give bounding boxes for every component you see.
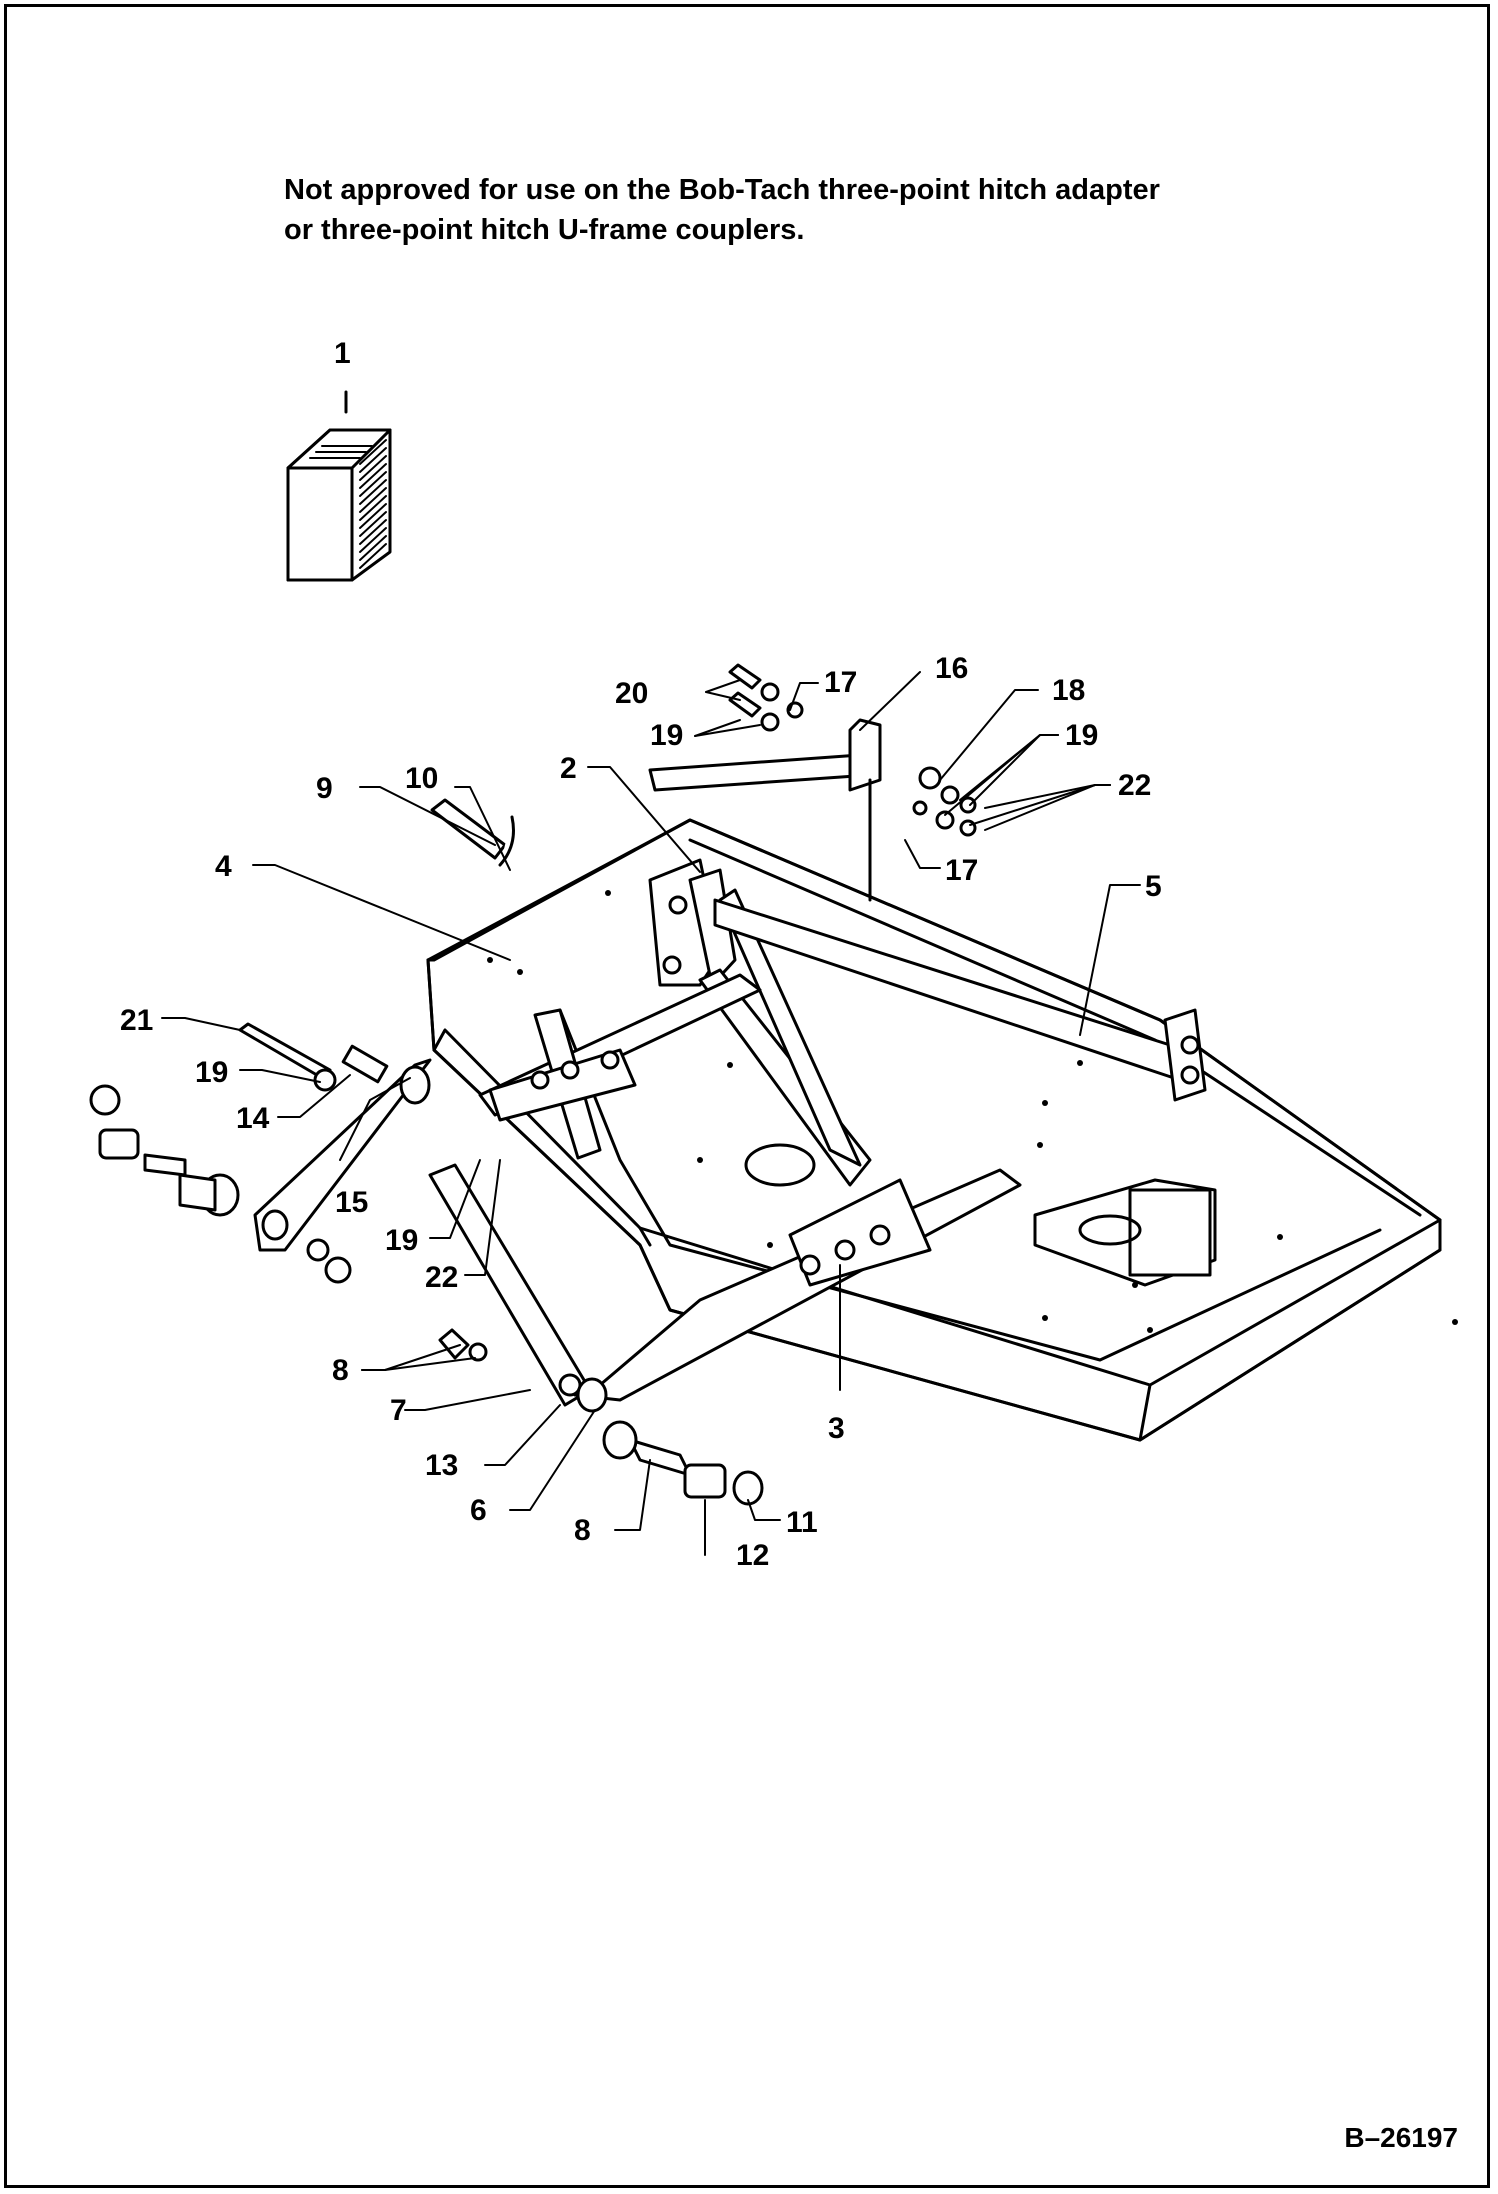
hitch-frame-drawing xyxy=(253,718,1207,1413)
callout-21: 21 xyxy=(120,1004,153,1037)
callout-20: 20 xyxy=(615,677,648,710)
callout-10: 10 xyxy=(405,762,438,795)
leader-lines xyxy=(161,671,1141,1556)
callout-6: 6 xyxy=(470,1494,487,1527)
callout-8a: 8 xyxy=(332,1354,349,1387)
callout-19d: 19 xyxy=(385,1224,418,1257)
hardware-drawing xyxy=(89,663,977,1506)
callout-1: 1 xyxy=(334,337,351,370)
callout-8b: 8 xyxy=(574,1514,591,1547)
usage-note: Not approved for use on the Bob-Tach thr… xyxy=(284,170,1160,250)
figure-number: B–26197 xyxy=(1344,2122,1458,2153)
callout-15: 15 xyxy=(335,1186,368,1219)
callout-17b: 17 xyxy=(945,854,978,887)
usage-note-line-1: Not approved for use on the Bob-Tach thr… xyxy=(284,174,1160,206)
drawing-border xyxy=(4,4,1490,2188)
callout-labels: 1 2 3 4 5 6 7 8 8 9 10 11 12 13 14 15 16… xyxy=(120,337,1162,1572)
callout-16: 16 xyxy=(935,652,968,685)
callout-19c: 19 xyxy=(195,1056,228,1089)
callout-17a: 17 xyxy=(824,666,857,699)
callout-11: 11 xyxy=(786,1506,818,1539)
callout-7: 7 xyxy=(390,1394,407,1427)
callout-12: 12 xyxy=(736,1539,769,1572)
callout-19b: 19 xyxy=(650,719,683,752)
callout-9: 9 xyxy=(316,772,333,805)
manual-box-drawing xyxy=(286,390,392,582)
callout-5: 5 xyxy=(1145,870,1162,903)
callout-14: 14 xyxy=(236,1102,270,1135)
callout-4: 4 xyxy=(215,850,232,883)
callout-18: 18 xyxy=(1052,674,1085,707)
callout-22b: 22 xyxy=(425,1261,458,1294)
usage-note-line-2: or three-point hitch U-frame couplers. xyxy=(284,214,805,246)
callout-22a: 22 xyxy=(1118,769,1151,802)
callout-3: 3 xyxy=(828,1412,845,1445)
callout-19a: 19 xyxy=(1065,719,1098,752)
callout-13: 13 xyxy=(425,1449,458,1482)
callout-2: 2 xyxy=(560,752,577,785)
